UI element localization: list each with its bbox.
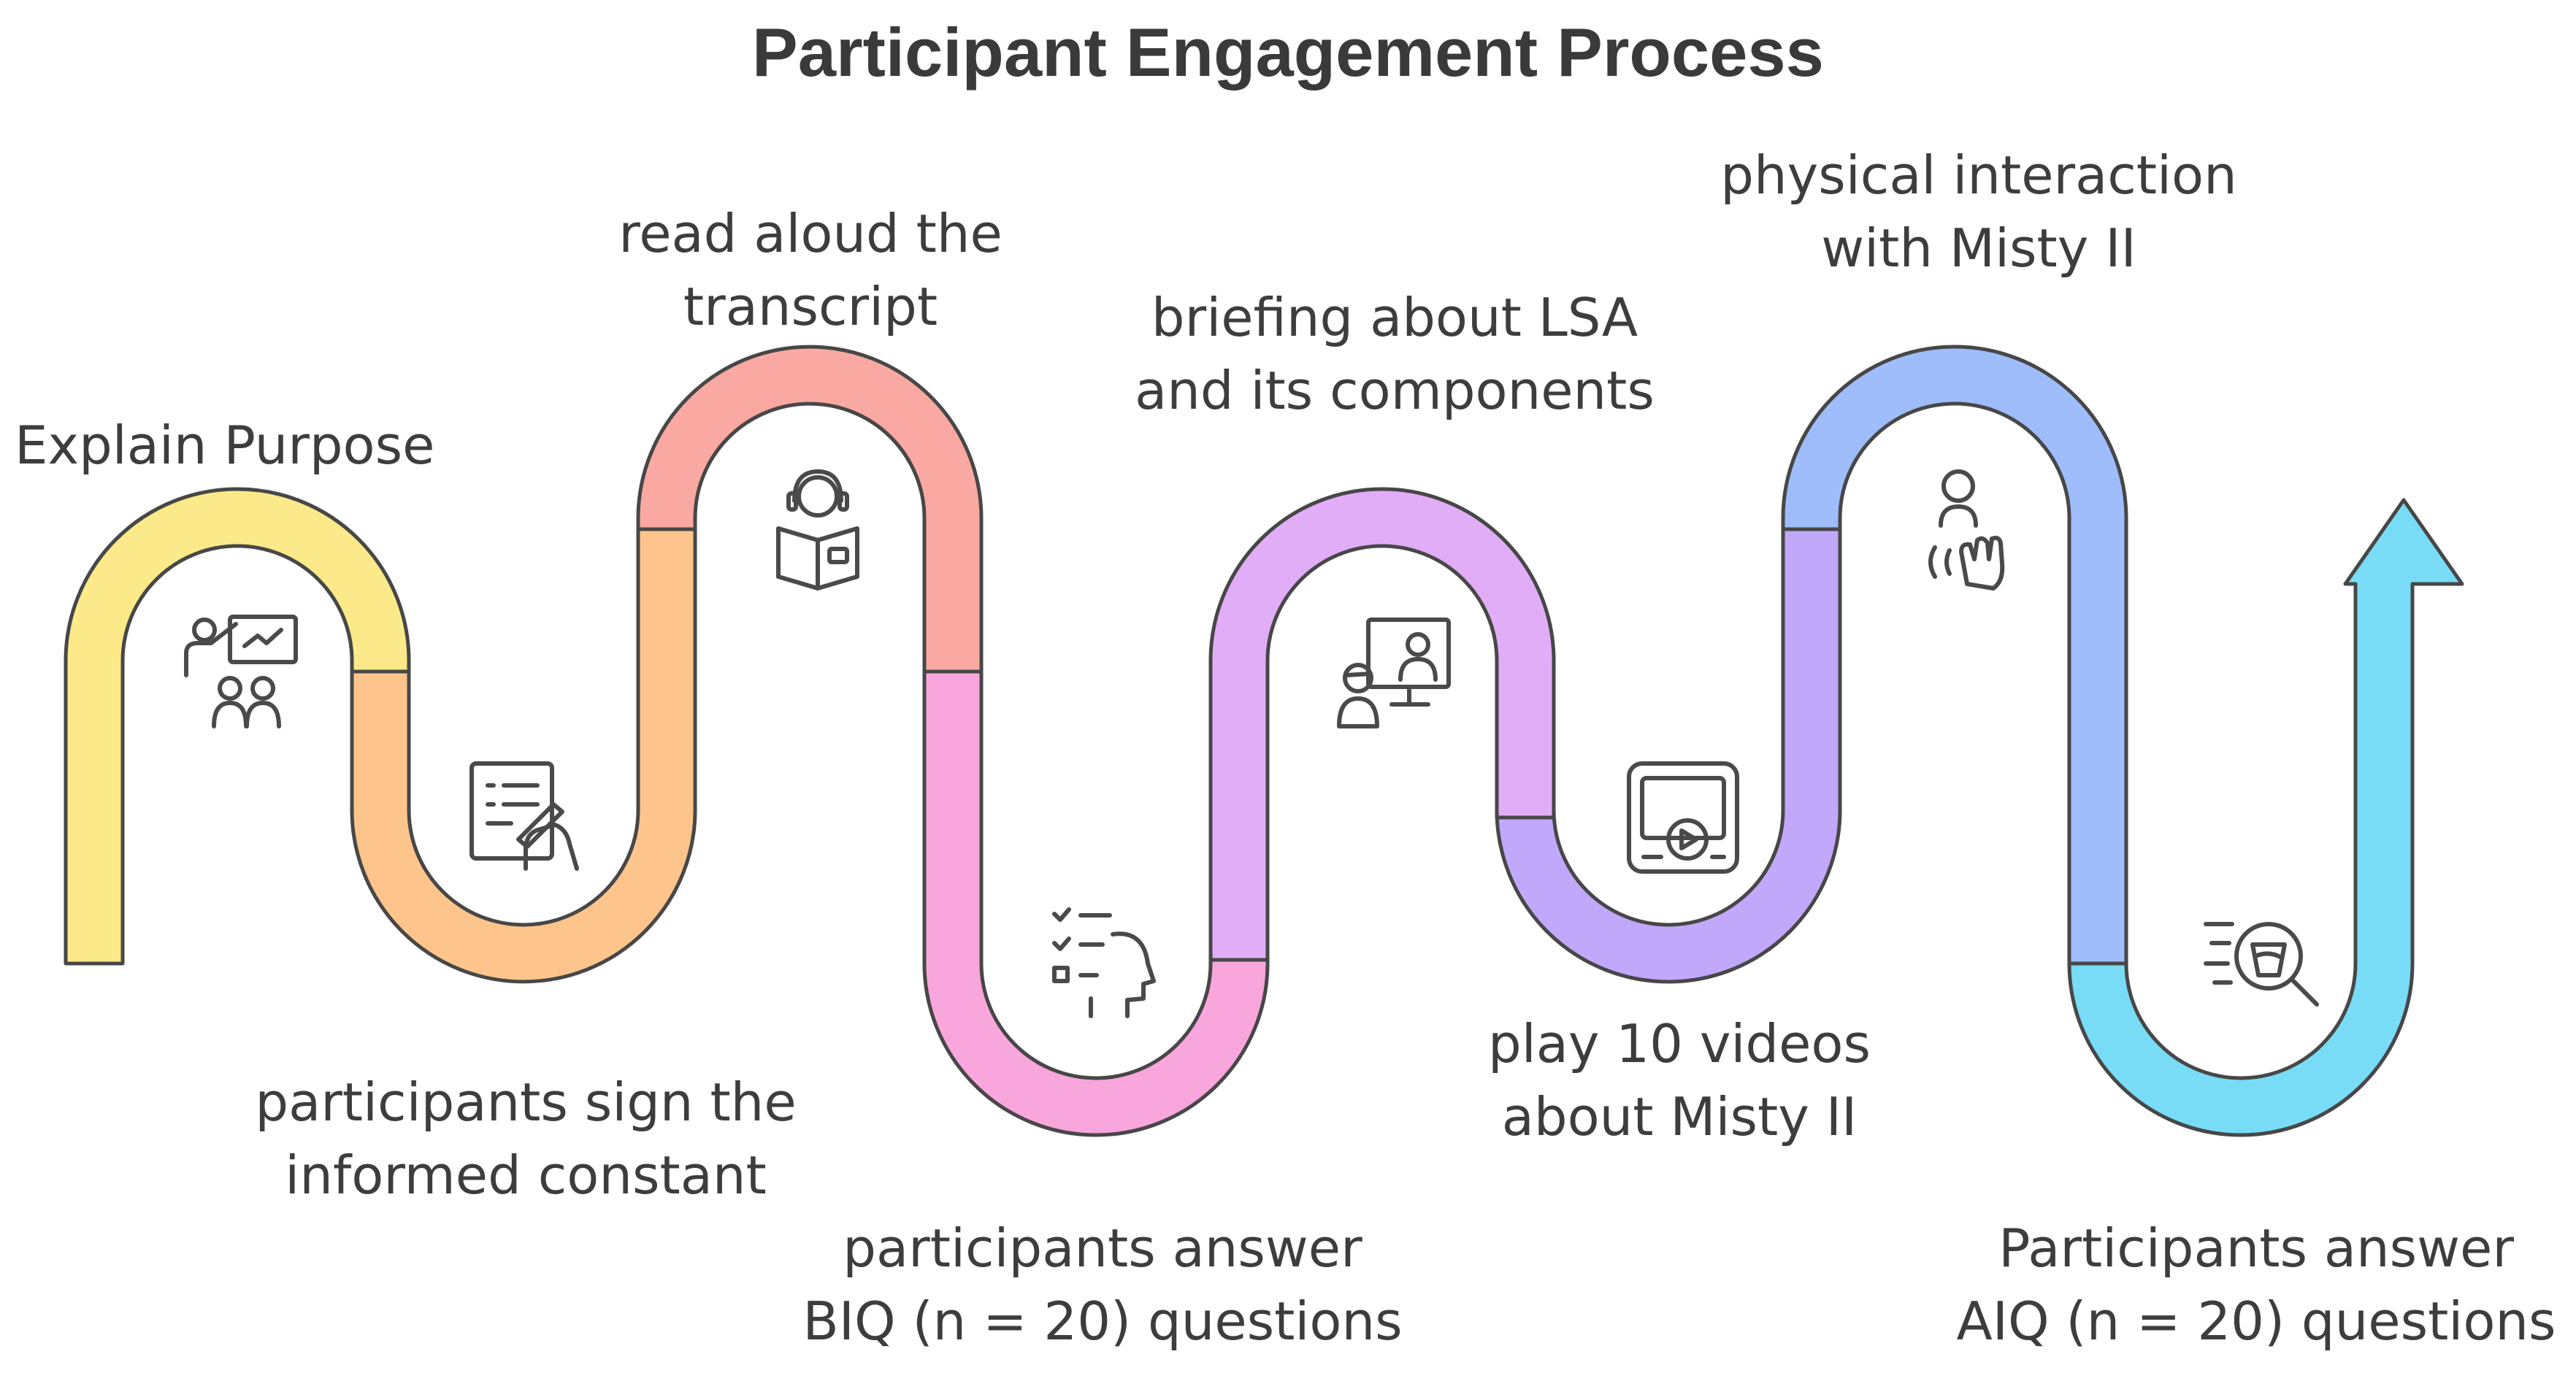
step-3-line-1: read aloud the — [618, 203, 1003, 264]
presenter-audience-icon — [184, 615, 298, 728]
step-4-line-1: participants answer — [843, 1218, 1362, 1279]
step-8-line-1: Participants answer — [1998, 1218, 2514, 1279]
touch-gesture-icon — [1928, 469, 2005, 591]
step-8-label: Participants answer AIQ (n = 20) questio… — [1942, 1212, 2570, 1358]
diagram-title: Participant Engagement Process — [752, 14, 1824, 91]
search-analysis-icon — [2204, 922, 2319, 1007]
path-segment-7 — [1781, 345, 2128, 966]
step-6-line-1: play 10 videos — [1487, 1013, 1871, 1074]
path-segment-6 — [1495, 527, 1842, 984]
step-2-line-1: participants sign the — [255, 1072, 797, 1133]
path-segment-2 — [350, 527, 697, 984]
step-6-line-2: about Misty II — [1501, 1086, 1858, 1147]
step-4-label: participants answer BIQ (n = 20) questio… — [774, 1212, 1431, 1358]
step-1-line-1: Explain Purpose — [15, 415, 435, 476]
step-5-label: briefing about LSA and its components — [1095, 281, 1694, 427]
step-5-line-2: and its components — [1135, 360, 1655, 421]
step-3-line-2: transcript — [683, 276, 938, 337]
step-1-label: Explain Purpose — [15, 409, 434, 482]
path-segment-4 — [922, 669, 1270, 1137]
step-2-line-2: informed constant — [285, 1145, 767, 1206]
step-3-label: read aloud the transcript — [599, 197, 1022, 343]
presentation-screen-icon — [1337, 618, 1451, 728]
step-4-line-2: BIQ (n = 20) questions — [802, 1291, 1403, 1352]
path-segment-5 — [1208, 487, 1556, 962]
step-7-label: physical interaction with Misty II — [1679, 139, 2278, 285]
step-5-line-1: briefing about LSA — [1151, 287, 1638, 348]
step-2-label: participants sign the informed constant — [234, 1066, 818, 1212]
step-7-line-1: physical interaction — [1720, 145, 2237, 206]
step-6-label: play 10 videos about Misty II — [1446, 1007, 1913, 1153]
video-player-icon — [1627, 761, 1739, 874]
sign-document-icon — [469, 761, 579, 871]
path-segment-8 — [2067, 498, 2464, 1137]
checklist-head-icon — [1052, 907, 1156, 1018]
step-7-line-2: with Misty II — [1821, 218, 2136, 279]
path-segment-3 — [636, 345, 984, 674]
path-segment-1 — [64, 487, 411, 966]
reader-headset-icon — [776, 469, 859, 591]
step-8-line-2: AIQ (n = 20) questions — [1956, 1291, 2556, 1352]
